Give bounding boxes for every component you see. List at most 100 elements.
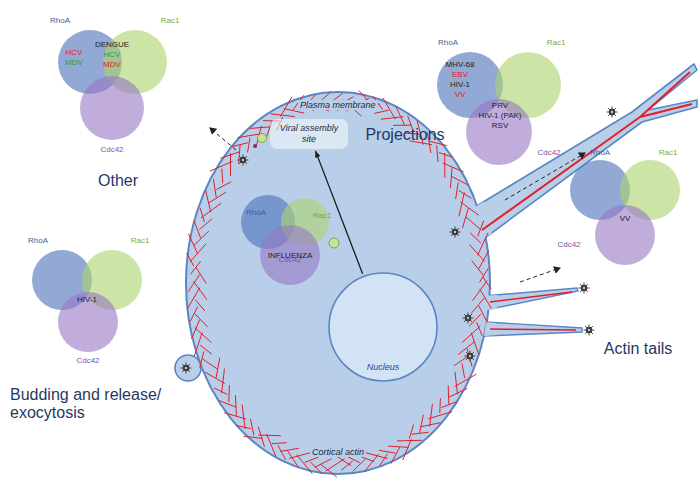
gtpase-label: Cdc42 <box>76 356 99 365</box>
actin-filament <box>480 269 489 283</box>
actin-filament <box>267 434 276 456</box>
actin-filament <box>203 359 218 369</box>
dashed-arrow <box>210 128 236 150</box>
virus-name: MDV <box>65 58 83 67</box>
actin-filament <box>479 251 489 269</box>
actin-filament <box>222 369 225 393</box>
actin-filament <box>195 314 208 327</box>
actin-filament <box>258 427 264 446</box>
actin-filament <box>196 300 205 311</box>
actin-bundle <box>490 292 576 330</box>
actin-filament <box>201 204 220 218</box>
actin-filament <box>479 306 487 322</box>
actin-filament <box>409 425 413 438</box>
actin-filament <box>437 146 438 162</box>
actin-filament <box>379 450 395 453</box>
actin-filament <box>383 98 395 119</box>
vesicle <box>258 134 267 143</box>
actin-filament <box>225 413 246 419</box>
actin-filament <box>192 320 200 339</box>
actin-filament <box>456 183 458 199</box>
actin-filament <box>290 453 311 459</box>
actin-filament <box>483 277 491 289</box>
nucleus-label: Nucleus <box>367 362 400 372</box>
actin-filament <box>187 288 199 309</box>
actin-filament <box>194 231 208 245</box>
actin-filament <box>206 191 211 212</box>
virus-name: MHV-68 <box>446 60 475 69</box>
group-heading: Actin tails <box>604 340 672 358</box>
actin-filament <box>461 202 479 215</box>
actin-filament <box>190 244 206 262</box>
actin-filament <box>216 358 220 378</box>
actin-filament <box>201 345 212 354</box>
actin-filament <box>205 372 224 383</box>
actin-filament <box>222 169 223 183</box>
actin-filament <box>189 234 198 254</box>
venn-fill <box>80 76 144 140</box>
actin-filament <box>396 107 405 125</box>
actin-filament <box>462 364 465 378</box>
gtpase-label: RhoA <box>246 208 266 217</box>
venn-fill <box>58 292 118 352</box>
group-heading: Projections <box>365 126 444 144</box>
actin-filament <box>214 388 227 394</box>
actin-filament <box>281 448 299 451</box>
virus-particle <box>465 351 476 362</box>
actin-filament <box>221 152 240 158</box>
virus-name: VV <box>455 90 466 99</box>
group-heading: Budding and release/ exocytosis <box>10 386 200 423</box>
actin-filament <box>214 179 217 197</box>
actin-filament <box>297 455 312 474</box>
actin-filament <box>271 114 295 117</box>
virus-name: HCV <box>104 50 121 59</box>
virus-particle <box>238 155 249 166</box>
actin-filament <box>412 432 428 434</box>
actin-filament <box>232 143 248 147</box>
actin-filament <box>250 127 270 128</box>
actin-filament <box>452 176 468 184</box>
actin-filament <box>287 451 298 468</box>
virus-particle <box>584 325 595 336</box>
actin-filament <box>235 396 237 416</box>
virus-particle <box>181 363 192 374</box>
actin-filament <box>398 440 422 442</box>
actin-filament <box>449 389 467 398</box>
gtpase-label: RhoA <box>590 148 610 157</box>
actin-filament <box>466 217 480 229</box>
actin-filament <box>389 446 409 447</box>
virus-particle <box>463 313 474 324</box>
actin-filament <box>470 245 485 261</box>
virus-particle <box>607 107 618 118</box>
actin-filament <box>209 192 226 203</box>
actin-filament <box>478 233 488 255</box>
actin-filament <box>281 97 292 116</box>
actin-filament <box>469 315 480 327</box>
actin-filament <box>244 436 262 438</box>
actin-filament <box>210 162 232 172</box>
actin-filament <box>200 352 204 368</box>
actin-filament <box>217 182 231 189</box>
actin-filament <box>375 110 389 113</box>
cell-part-label: Plasma membrane <box>298 100 378 110</box>
actin-filament <box>230 154 231 176</box>
virus-name: INFLUENZA <box>268 251 312 260</box>
virus-name: HCV <box>66 48 83 57</box>
actin-filament <box>455 374 476 386</box>
actin-filament <box>443 163 463 172</box>
venn-fill <box>595 205 655 265</box>
actin-filament <box>228 386 230 402</box>
actin-filament <box>381 117 403 120</box>
actin-bundle <box>482 72 692 230</box>
cell-body: Plasma membraneCortical actinViral assem… <box>185 91 491 475</box>
actin-filament <box>194 282 207 300</box>
actin-filament <box>259 435 281 437</box>
virus-name: HIV-1 <box>450 80 470 89</box>
venn-circle: Cdc42 <box>80 76 144 140</box>
actin-filament <box>430 404 433 426</box>
nucleus-outline <box>329 273 437 381</box>
actin-filament <box>195 328 211 343</box>
gtpase-label: RhoA <box>50 16 70 25</box>
actin-filament <box>248 138 250 152</box>
